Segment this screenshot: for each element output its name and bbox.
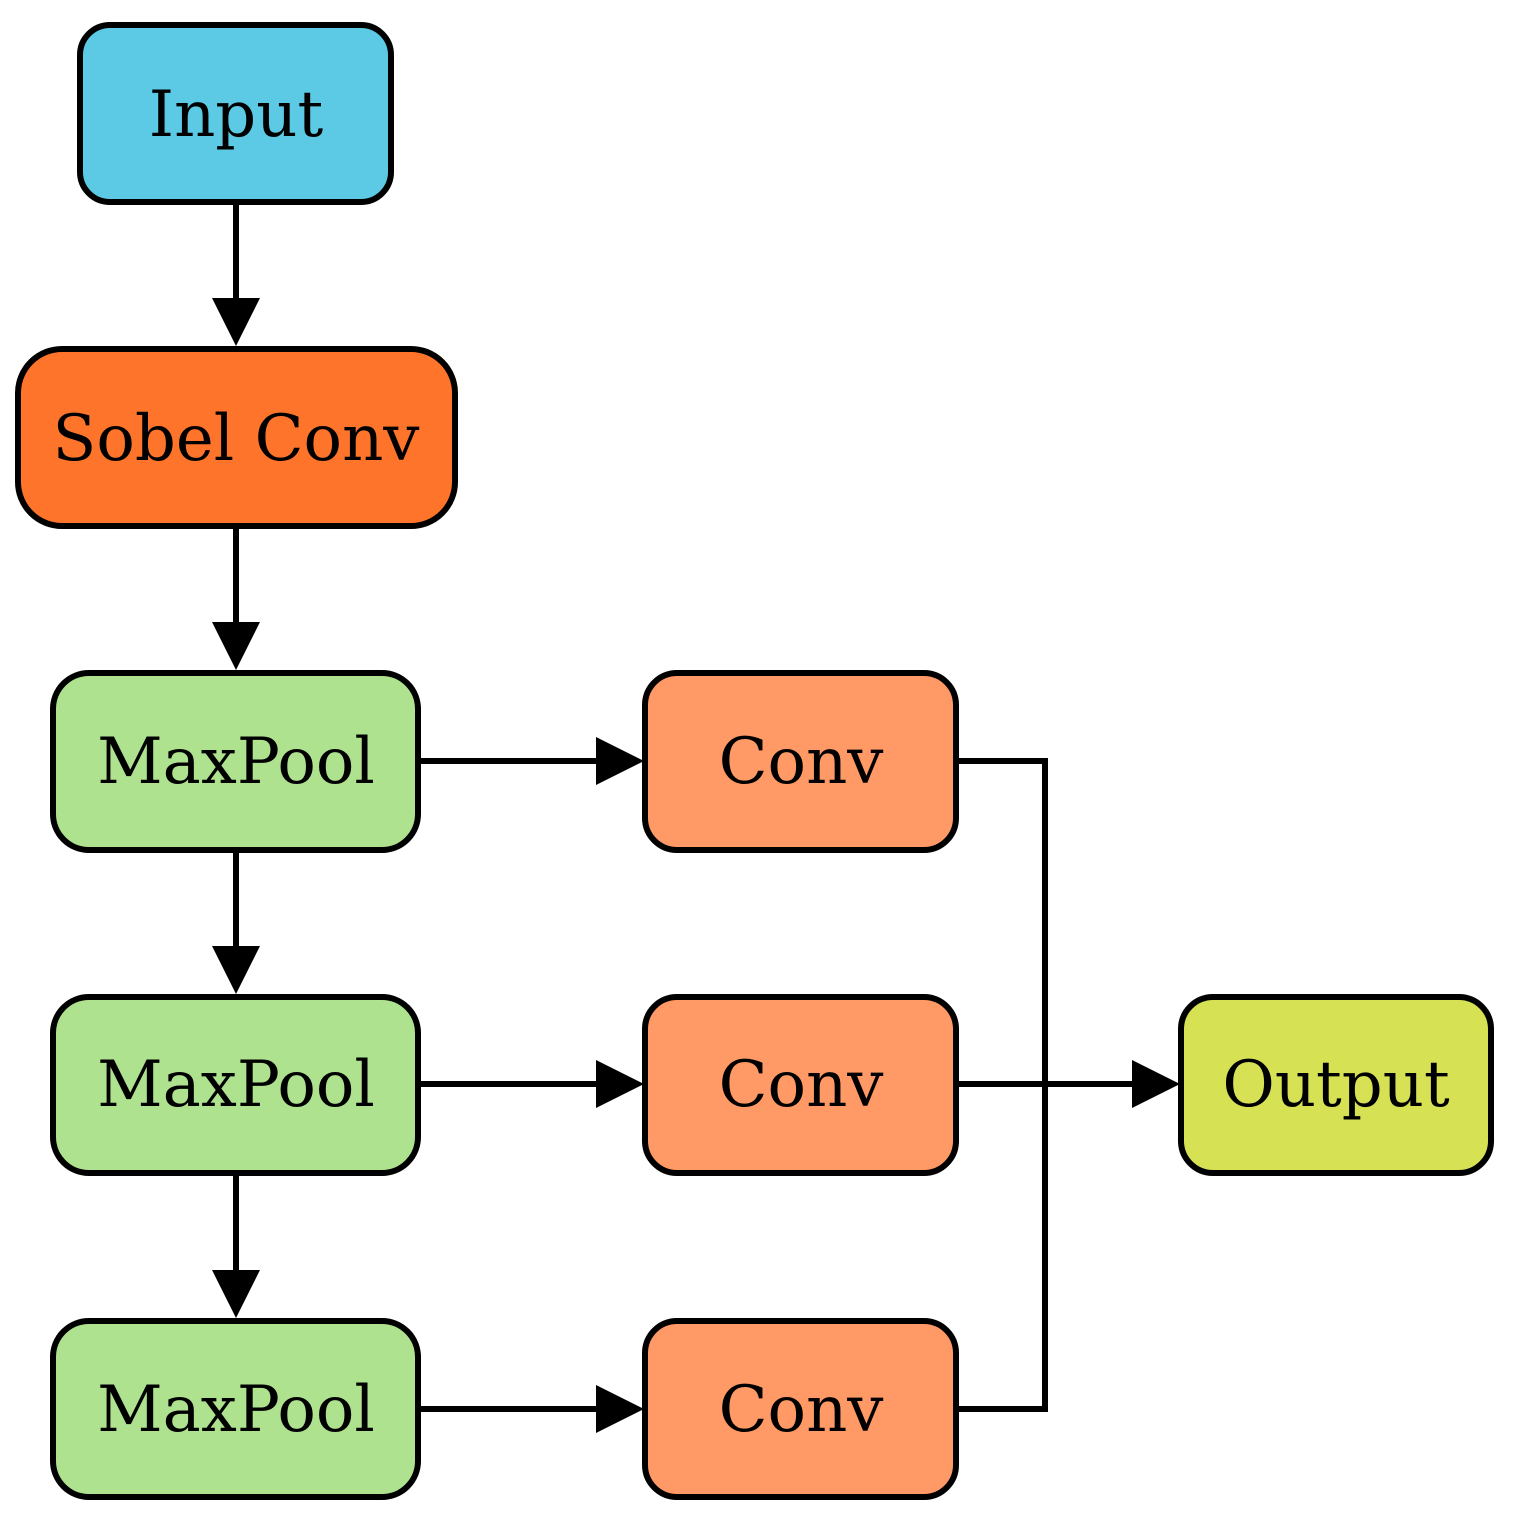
node-maxpool-2: MaxPool — [50, 994, 421, 1176]
node-sobel-conv-box — [15, 346, 458, 529]
edges — [212, 203, 1180, 1433]
node-conv-2-box — [642, 994, 959, 1176]
node-maxpool-1-box — [50, 670, 421, 853]
node-maxpool-3-label: MaxPool — [97, 1373, 375, 1447]
arrow-head-icon — [212, 1270, 260, 1318]
arrow-head-icon — [596, 737, 644, 785]
arrow-head-icon — [212, 622, 260, 670]
node-conv-3: Conv — [642, 1318, 959, 1500]
node-sobel-conv: Sobel Conv — [15, 346, 458, 529]
node-conv-2: Conv — [642, 994, 959, 1176]
node-conv-1-label: Conv — [719, 725, 884, 799]
arrow-head-icon — [1132, 1060, 1180, 1108]
node-maxpool-2-label: MaxPool — [97, 1048, 375, 1122]
arrow-head-icon — [596, 1060, 644, 1108]
nodes: Input Sobel Conv MaxPool MaxPool MaxPool… — [15, 22, 1494, 1500]
arrow-head-icon — [212, 298, 260, 346]
node-input-label: Input — [149, 78, 324, 152]
node-maxpool-3: MaxPool — [50, 1318, 421, 1500]
node-maxpool-1: MaxPool — [50, 670, 421, 853]
arrow-head-icon — [212, 946, 260, 994]
node-conv-2-label: Conv — [719, 1048, 884, 1122]
node-input-box — [77, 22, 394, 205]
arrow-head-icon — [596, 1385, 644, 1433]
node-maxpool-3-box — [50, 1318, 421, 1500]
edge-conv-3-to-output — [958, 1084, 1048, 1412]
node-conv-3-box — [642, 1318, 959, 1500]
node-output-label: Output — [1222, 1048, 1450, 1122]
edge-conv-1-to-output — [958, 758, 1048, 1084]
node-maxpool-2-box — [50, 994, 421, 1176]
node-output-box — [1178, 994, 1494, 1176]
node-conv-1: Conv — [642, 670, 959, 853]
node-conv-1-box — [642, 670, 959, 853]
node-sobel-conv-label: Sobel Conv — [53, 402, 420, 476]
node-input: Input — [77, 22, 394, 205]
node-conv-3-label: Conv — [719, 1373, 884, 1447]
node-maxpool-1-label: MaxPool — [97, 725, 375, 799]
node-output: Output — [1178, 994, 1494, 1176]
